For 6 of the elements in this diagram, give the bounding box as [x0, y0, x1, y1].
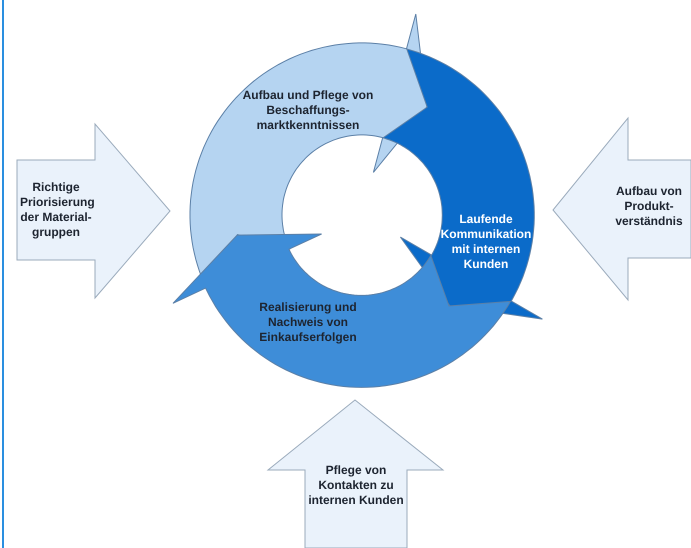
arrow-label: Aufbau und Pflege von Beschaffungs-marktkenntnissen — [242, 88, 374, 133]
arrow-label: Aufbau von Produkt-verständnis — [614, 184, 684, 229]
arrow-label: Richtige Priorisierung der Material-gruppen — [20, 180, 92, 240]
arrow-label: Pflege von Kontakten zu internen Kunden — [307, 463, 405, 508]
arrow-label: Realisierung und Nachweis von Einkaufserfolgen — [258, 300, 358, 345]
arrow-label: Laufende Kommunikation mit internen Kunden — [440, 212, 532, 272]
